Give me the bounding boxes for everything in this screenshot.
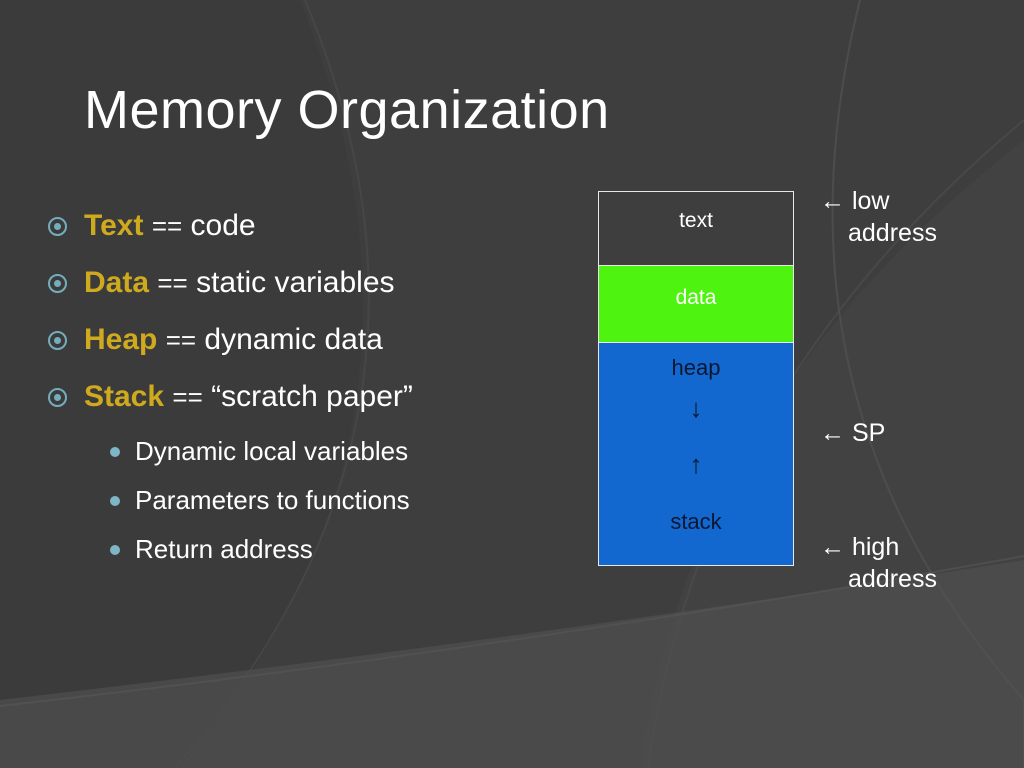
list-item: Text == code xyxy=(48,206,578,263)
sub-list-item: Parameters to functions xyxy=(110,483,578,532)
annotation-high-address: ← high address xyxy=(820,531,937,595)
annotation-line1: low xyxy=(851,187,890,215)
arrow-down-icon: ↓ xyxy=(689,393,703,423)
segment-label-stack: stack xyxy=(670,509,722,534)
annotation-line1: high xyxy=(851,533,900,561)
annotation-low-address: ← low address xyxy=(820,185,937,249)
keyword-text: Stack xyxy=(84,380,165,413)
memory-layout-diagram: text data heap ↓ ↑ stack xyxy=(598,191,794,566)
sub-list-item-text: Return address xyxy=(135,534,313,564)
page-title: Memory Organization xyxy=(84,80,610,140)
left-arrow-icon: ← xyxy=(820,187,845,215)
ring-bullet-icon xyxy=(48,274,67,293)
annotation-line2: address xyxy=(848,565,937,593)
dot-bullet-icon xyxy=(110,447,120,457)
list-item-text: Text == code xyxy=(84,206,256,246)
operator-text: == xyxy=(151,211,183,241)
arrow-up-icon: ↑ xyxy=(689,449,703,479)
dot-bullet-icon xyxy=(110,496,120,506)
segment-label-text: text xyxy=(679,209,713,232)
ring-bullet-icon xyxy=(48,388,67,407)
sub-list-item: Dynamic local variables xyxy=(110,434,578,483)
annotation-line2: address xyxy=(848,219,937,247)
keyword-text: Data xyxy=(84,266,150,299)
memory-segment-data: data xyxy=(599,266,793,343)
annotation-stack-pointer: ← SP xyxy=(820,417,885,449)
memory-segment-text: text xyxy=(599,192,793,266)
ring-bullet-icon xyxy=(48,331,67,350)
segment-label-heap: heap xyxy=(671,355,721,380)
list-item-text: Heap == dynamic data xyxy=(84,320,383,360)
sub-list-item-text: Dynamic local variables xyxy=(135,436,409,466)
rest-text: dynamic data xyxy=(204,323,383,356)
list-item: Stack == “scratch paper” xyxy=(48,377,578,434)
operator-text: == xyxy=(165,325,197,355)
keyword-text: Heap xyxy=(84,323,158,356)
list-item-text: Stack == “scratch paper” xyxy=(84,377,413,417)
dot-bullet-icon xyxy=(110,545,120,555)
sub-list-item: Return address xyxy=(110,532,578,581)
rest-text: “scratch paper” xyxy=(211,380,413,413)
list-item: Data == static variables xyxy=(48,263,578,320)
operator-text: == xyxy=(157,268,188,298)
annotation-line1: SP xyxy=(851,419,886,447)
keyword-text: Text xyxy=(84,209,144,242)
rest-text: code xyxy=(190,209,256,242)
sub-list-item-text: Parameters to functions xyxy=(135,485,410,515)
ring-bullet-icon xyxy=(48,217,67,236)
memory-segment-heap-stack: heap ↓ ↑ stack xyxy=(599,343,793,565)
segment-label-data: data xyxy=(675,286,717,309)
list-item-text: Data == static variables xyxy=(84,263,395,303)
bullet-list: Text == code Data == static variables He… xyxy=(48,206,578,581)
left-arrow-icon: ← xyxy=(820,533,845,561)
operator-text: == xyxy=(172,382,203,412)
rest-text: static variables xyxy=(196,266,395,299)
list-item: Heap == dynamic data xyxy=(48,320,578,377)
left-arrow-icon: ← xyxy=(820,419,845,447)
